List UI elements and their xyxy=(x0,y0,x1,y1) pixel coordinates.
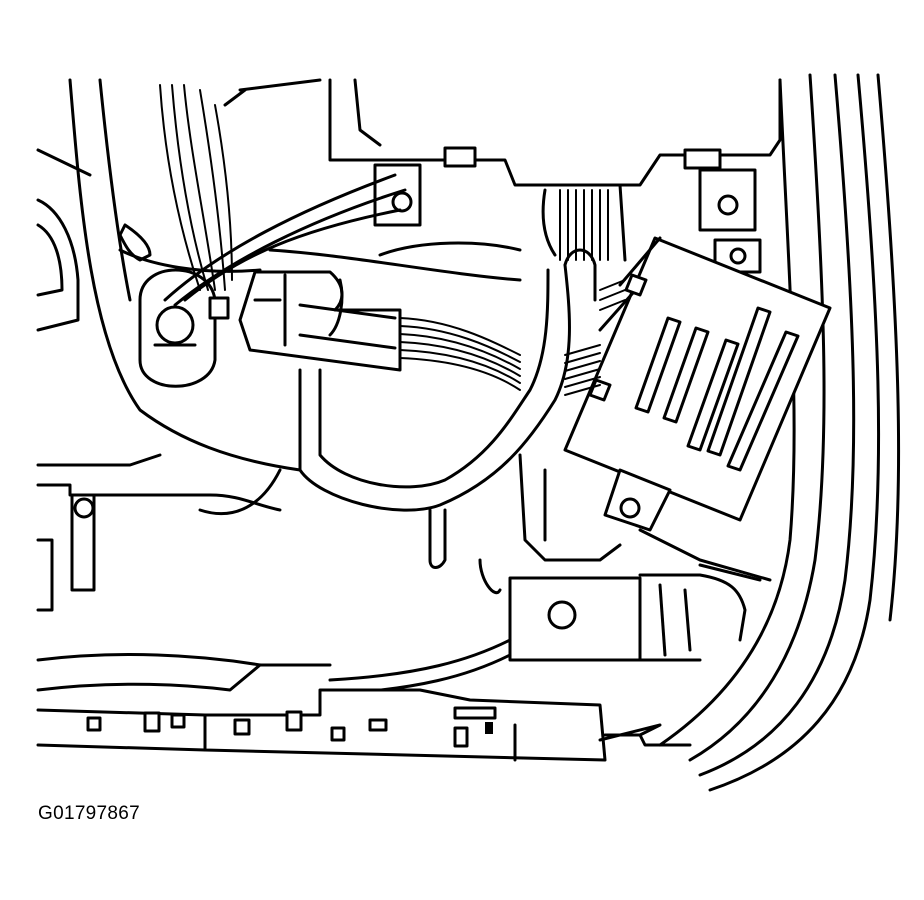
module-side-wires xyxy=(564,279,626,396)
harness-upper-wires xyxy=(118,84,407,307)
upper-mounting-panel xyxy=(223,78,782,187)
connector-wire-bundle xyxy=(399,317,521,391)
sill-rail xyxy=(36,653,692,762)
harness-main-loop xyxy=(198,241,597,516)
grommet-left xyxy=(138,268,230,388)
lower-harness xyxy=(318,638,512,697)
body-panel-right xyxy=(658,73,901,792)
harness-vertical-bundle xyxy=(541,183,627,262)
middle-panel-contours xyxy=(428,453,772,594)
figure-id-label: G01797867 xyxy=(38,803,141,824)
main-connector xyxy=(238,270,402,372)
lower-bracket xyxy=(508,563,762,662)
left-lower-stud xyxy=(36,493,96,612)
left-trim-contours xyxy=(36,78,302,512)
control-module xyxy=(563,236,832,532)
bracket-tab-left xyxy=(373,146,477,227)
